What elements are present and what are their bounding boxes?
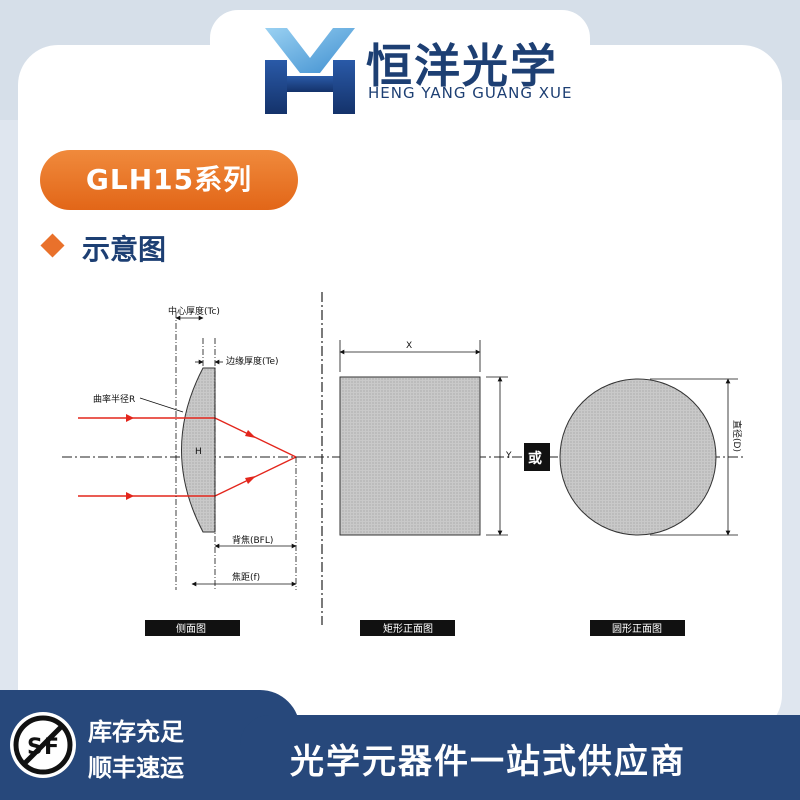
rect-front-shape [339,376,481,536]
sf-logo-icon: S F [10,712,76,778]
round-front-shape [559,378,717,536]
brand-name-cn: 恒洋光学 [366,39,558,93]
caption-side-view: 侧面图 [176,622,206,635]
label-radius: 曲率半径R [93,393,135,405]
label-height: H [195,447,202,457]
label-width-x: X [406,341,412,351]
footer-stock-text: 库存充足 [88,718,184,746]
brand-logo-icon [265,28,355,114]
label-bfl: 背焦(BFL) [232,534,273,546]
caption-rect-front: 矩形正面图 [383,622,433,635]
footer-right-panel [240,715,800,800]
caption-round-bg [590,620,685,636]
svg-text:F: F [44,735,59,760]
or-text: 或 [528,450,542,467]
caption-round-front: 圆形正面图 [612,623,662,635]
section-title: 示意图 [82,233,167,266]
footer-shipping-text: 顺丰速运 [88,754,184,782]
label-center-thickness: 中心厚度(Tc) [168,305,220,317]
brand-name-en: HENG YANG GUANG XUE [368,84,573,102]
lens-side-shape [181,367,216,533]
label-edge-thickness: 边缘厚度(Te) [226,355,279,367]
series-badge: GLH15系列 [40,150,298,210]
label-focal-length: 焦距(f) [232,571,260,583]
or-badge [524,443,550,471]
label-height-y: Y [505,451,512,461]
svg-text:S: S [27,735,43,760]
footer-slogan: 光学元器件一站式供应商 [290,742,686,782]
caption-side-bg [145,620,240,636]
caption-rect-bg [360,620,455,636]
label-diameter: 直径(D) [731,420,743,452]
lens-diagram: 中心厚度(Tc) 边缘厚度(Te) 曲率半径R H 背焦(BFL) 焦距(f) … [62,292,745,636]
